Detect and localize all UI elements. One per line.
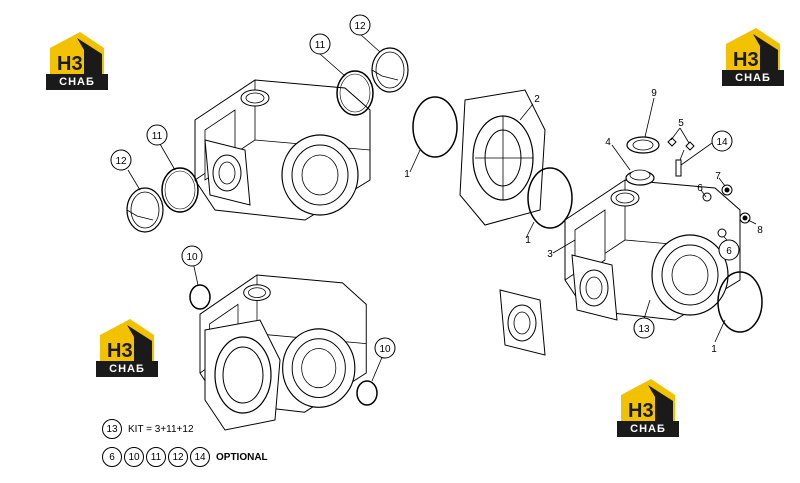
logo-word: СНАБ (46, 74, 108, 90)
svg-text:H3: H3 (733, 49, 759, 71)
seal-12-left (126, 187, 164, 233)
logo-mark: H3 (621, 379, 675, 422)
o-ring-1-b (527, 167, 573, 229)
part-7-plug (721, 184, 733, 196)
o-ring-10-right (356, 380, 378, 406)
logo-top-right: H3 СНАБ (718, 24, 788, 88)
o-ring-1-c (717, 271, 763, 333)
svg-text:H3: H3 (628, 400, 654, 422)
callout-12-top: 12 (349, 14, 371, 36)
svg-text:12: 12 (354, 21, 366, 32)
svg-text:10: 10 (379, 344, 391, 355)
callout-11-left: 11 (146, 124, 168, 146)
part-9-gasket (626, 136, 660, 154)
flange-bottom-right (499, 289, 546, 356)
label-6-a: 6 (697, 183, 703, 194)
label-5: 5 (678, 118, 684, 129)
ring-11-left (161, 167, 199, 213)
callout-12-left: 12 (110, 149, 132, 171)
logo-top-left: H3 СНАБ (42, 28, 112, 92)
part-4-cap (625, 169, 655, 186)
optional-number-circle: 12 (168, 447, 188, 467)
svg-text:H3: H3 (107, 340, 133, 362)
svg-text:H3: H3 (57, 53, 83, 75)
logo-mark: H3 (100, 319, 154, 362)
flange-right (571, 254, 618, 321)
callouts: 12 11 11 12 10 10 13 14 6 1 1 1 2 3 4 5 … (110, 14, 763, 359)
logo-bottom-right: H3 СНАБ (613, 375, 683, 439)
svg-text:12: 12 (115, 156, 127, 167)
logo-mark: H3 (50, 32, 104, 75)
kit-text: KIT = 3+11+12 (128, 423, 194, 435)
svg-text:13: 13 (638, 324, 650, 335)
label-1-a: 1 (404, 169, 410, 180)
label-9: 9 (651, 88, 657, 99)
logo-mark: H3 (726, 28, 780, 71)
svg-text:14: 14 (716, 137, 728, 148)
callout-11-top: 11 (309, 33, 331, 55)
optional-number-circle: 11 (146, 447, 166, 467)
callout-14: 14 (711, 130, 733, 152)
label-1-b: 1 (525, 235, 531, 246)
part-14-breather (675, 142, 713, 177)
callout-13: 13 (633, 317, 655, 339)
label-4: 4 (605, 137, 611, 148)
svg-text:11: 11 (152, 131, 163, 142)
svg-text:11: 11 (315, 40, 326, 51)
cover-plate (459, 89, 546, 226)
optional-number-circle: 6 (102, 447, 122, 467)
kit-number-circle: 13 (102, 419, 122, 439)
label-2: 2 (534, 94, 540, 105)
kit-legend: 13 KIT = 3+11+12 (102, 419, 194, 439)
logo-word: СНАБ (722, 70, 784, 86)
label-7: 7 (715, 171, 721, 182)
o-ring-1-a (412, 96, 458, 158)
optional-number-circle: 10 (124, 447, 144, 467)
o-ring-10-left (189, 284, 211, 310)
label-8: 8 (757, 225, 763, 236)
callout-6-bottom: 6 (718, 239, 740, 261)
svg-text:10: 10 (186, 252, 198, 263)
optional-legend: 6 10 11 12 14 OPTIONAL (102, 447, 268, 467)
flange-top-left (204, 139, 251, 206)
svg-text:6: 6 (726, 246, 732, 257)
bottom-left-cover (204, 319, 281, 431)
seal-12-top (371, 47, 409, 93)
logo-middle-left: H3 СНАБ (92, 315, 162, 379)
optional-text: OPTIONAL (216, 451, 268, 463)
logo-word: СНАБ (96, 361, 158, 377)
label-1-c: 1 (711, 344, 717, 355)
part-5-fittings (667, 127, 695, 151)
callout-10-left: 10 (181, 245, 203, 267)
part-8-plug (739, 212, 751, 224)
label-3: 3 (547, 249, 553, 260)
callout-10-right: 10 (374, 337, 396, 359)
optional-number-circle: 14 (190, 447, 210, 467)
logo-word: СНАБ (617, 421, 679, 437)
